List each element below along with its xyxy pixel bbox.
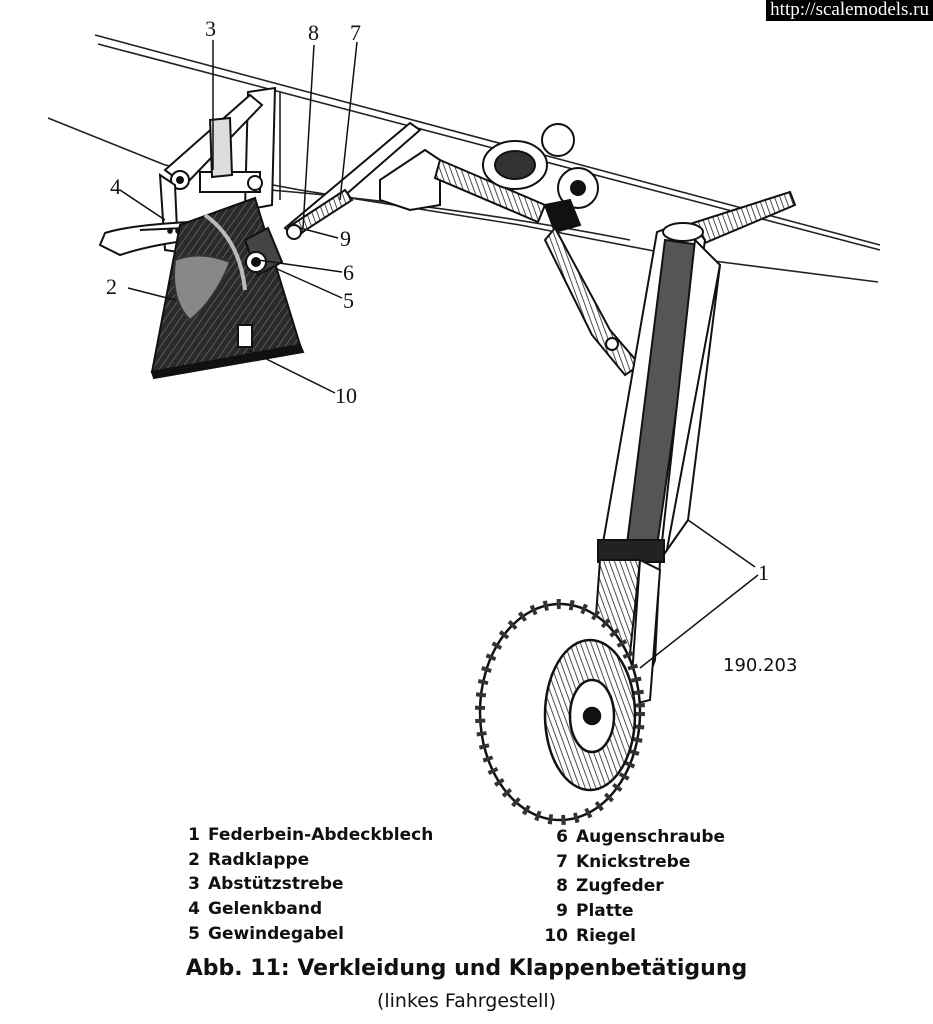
figure-subcaption: (linkes Fahrgestell): [376, 990, 557, 1012]
callout-4: 4: [110, 174, 121, 199]
threaded-fork: [243, 226, 284, 277]
callout-5: 5: [343, 288, 354, 313]
callout-7: 7: [350, 20, 361, 45]
callout-6: 6: [343, 260, 354, 285]
oleo-strut: [588, 190, 797, 707]
callout-8: 8: [308, 20, 319, 45]
knee-strut: [283, 121, 422, 240]
figure-caption: Abb. 11: Verkleidung und Klappenbetätigu…: [185, 956, 748, 981]
callout-1: 1: [758, 560, 769, 585]
watermark: http://scalemodels.ru: [766, 0, 933, 21]
callout-9: 9: [340, 226, 351, 251]
figure-number: 190.203: [723, 655, 798, 676]
main-wheel: [475, 599, 645, 825]
callout-2: 2: [106, 274, 117, 299]
callout-10: 10: [335, 383, 357, 408]
retraction-actuator: [379, 123, 642, 377]
callout-leaders: [119, 40, 759, 669]
callout-3: 3: [205, 16, 216, 41]
